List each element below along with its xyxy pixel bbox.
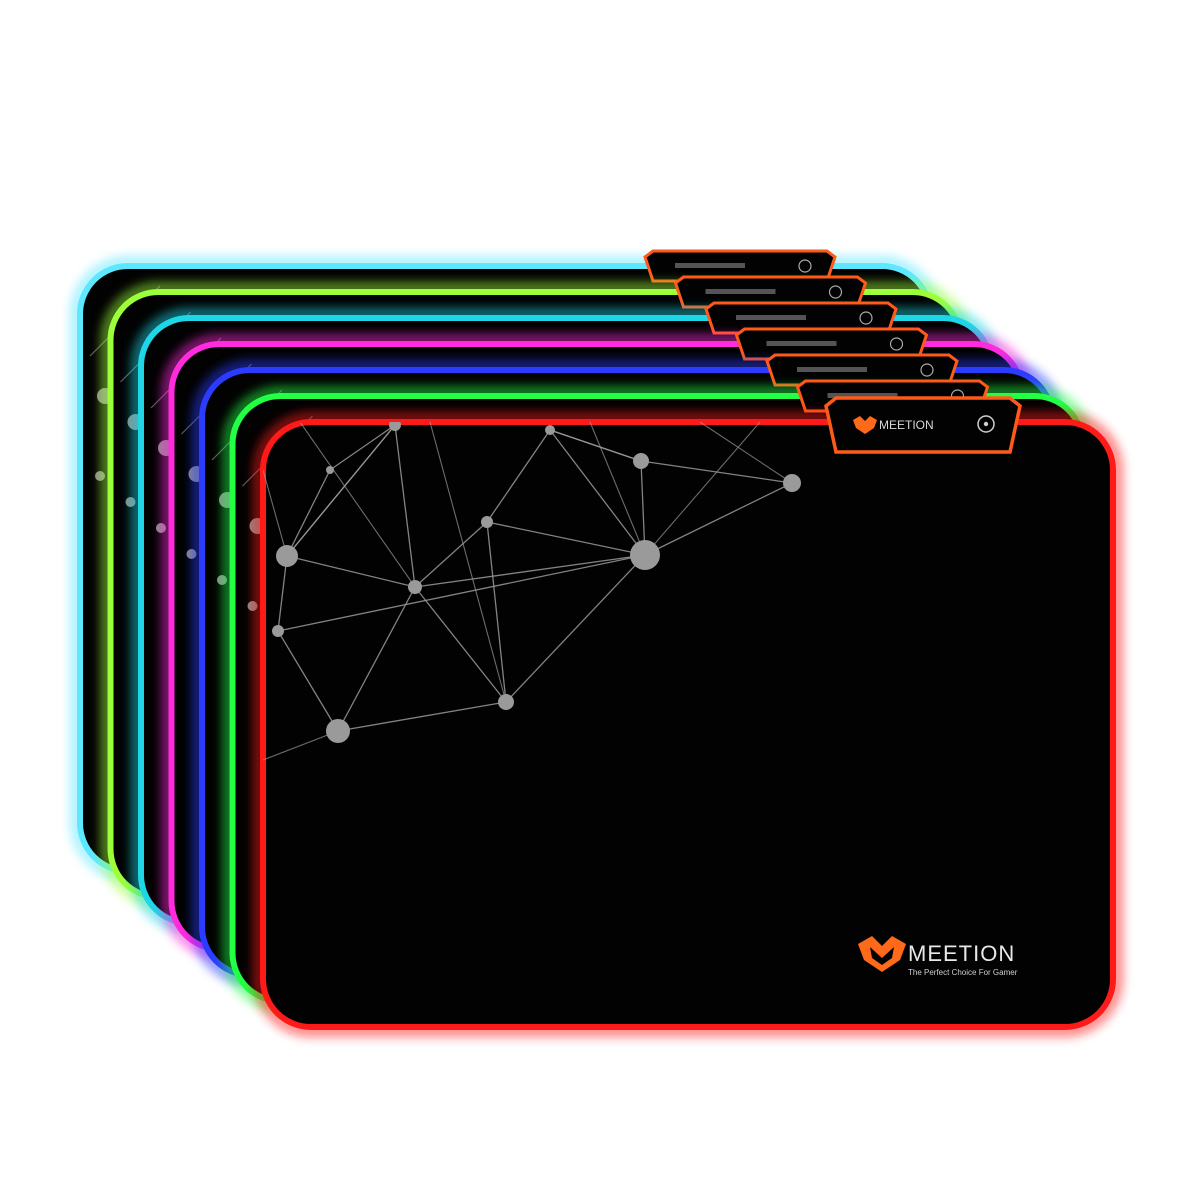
tab-logo-hint [766,341,837,346]
pattern-node [389,422,401,431]
pattern-line [549,429,646,556]
meetion-shield-logo-icon [858,936,906,972]
brand-tagline: The Perfect Choice For Gamer [908,968,1018,977]
pattern-line [394,424,416,588]
pattern-line [277,554,646,632]
pattern-node [408,580,422,594]
meetion-shield-logo-icon [853,416,877,434]
pattern-line [589,422,646,556]
pattern-node [481,516,493,528]
pattern-line [414,521,488,588]
pattern-line [644,422,761,556]
pattern-node [633,453,649,469]
pattern-node [630,540,660,570]
pattern-line [337,586,416,732]
pattern-line [486,521,646,556]
tab-logo-hint [827,393,898,398]
pattern-line [644,482,793,556]
pattern-line [263,730,339,761]
brand-name: MEETION [908,941,1015,966]
tab-logo-hint [705,289,776,294]
pattern-line [429,422,507,703]
pad-surface [260,419,1116,1030]
tab-logo-hint [675,263,745,268]
pattern-node [545,425,555,435]
tab-button-hint-icon [889,337,904,351]
tab-button-hint-icon [920,363,934,377]
pattern-line [286,469,331,557]
pattern-line [549,429,642,462]
pattern-node [326,719,350,743]
mouse-pad-layer [253,405,1123,1037]
stacked-mouse-pads [70,249,1123,1037]
pattern-line [277,555,288,632]
front-pad-tab: MEETION [853,415,995,434]
pattern-node [276,545,298,567]
pattern-line [699,422,793,484]
pattern-line [286,424,396,557]
pattern-line [286,555,416,588]
pattern-node [326,466,334,474]
pattern-line [486,521,507,703]
front-tab-shape [824,396,1022,454]
pattern-line [640,460,646,556]
pattern-line [263,469,288,557]
pattern-node [272,625,284,637]
pattern-line [505,554,646,703]
light-mode-button-icon[interactable] [977,415,995,433]
pattern-line [329,424,396,471]
pattern-line [414,586,507,703]
pattern-node [498,694,514,710]
pattern-node [783,474,801,492]
pattern-line [277,630,339,732]
rgb-glow [253,412,1123,1037]
tab-button-hint-icon [828,285,843,299]
tab-button-hint-icon [798,259,812,273]
pattern-line [486,429,551,523]
pattern-line [337,701,507,732]
tab-button-hint-icon [859,311,873,325]
tab-brand-name: MEETION [879,418,934,432]
tab-logo-hint [797,367,867,372]
pattern-line [414,554,646,588]
tab-logo-hint [736,315,806,320]
front-pad-branding: MEETION The Perfect Choice For Gamer [858,936,1018,977]
pattern-line [299,422,416,588]
network-pattern [263,422,801,761]
